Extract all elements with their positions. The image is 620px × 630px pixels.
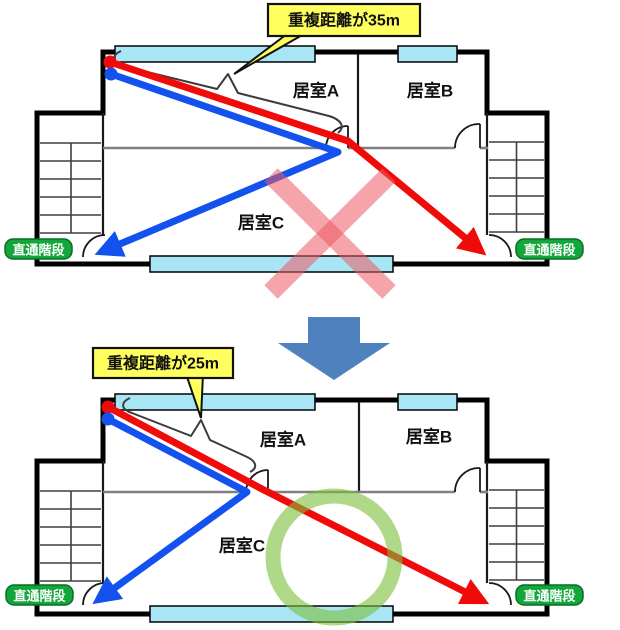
window-top-left [114,393,316,411]
interior-walls [101,54,489,235]
room-a-label: 居室A [260,430,306,450]
stair-badge-right: 直通階段 [515,238,584,260]
overlap-brace [122,397,257,473]
ng-cross-icon [264,168,396,299]
stair-badge-left: 直通階段 [4,238,73,260]
callout-top: 重複距離が35m [233,2,422,75]
staircase-left [40,142,101,234]
stair-badge-left-label: 直通階段 [12,243,64,258]
building-outline [34,49,550,267]
staircase-right [489,141,544,233]
interior-walls [101,402,489,583]
route-blue-start-dot [101,412,115,426]
route-blue-start-dot [104,67,118,81]
stair-badge-right-label: 直通階段 [523,243,575,258]
window-top-left [114,45,316,63]
escape-route-red [108,58,487,256]
route-red-start-dot [103,55,117,69]
callout-box [91,346,235,380]
room-a-label: 居室A [293,81,339,101]
staircase-left [40,490,101,582]
room-c-label: 居室C [238,213,284,233]
stair-badge-right-label: 直通階段 [523,589,575,604]
staircase-right [489,489,544,581]
callout-box [266,2,422,38]
down-arrow-icon [278,317,390,380]
callout-bottom: 重複距離が25m [91,346,235,419]
callout-text: 重複距離が35m [288,11,400,30]
callout-text: 重複距離が25m [107,354,219,373]
window-top-right [397,393,458,411]
room-b-door-arc [454,123,481,149]
route-red-start-dot [101,400,115,414]
room-b-label: 居室B [406,427,452,447]
right-exit-door-arc [488,582,512,606]
escape-route-blue [92,415,251,605]
room-b-label: 居室B [407,81,453,101]
floor-plan-top: 重複距離が35m 居室A 居室B 居室C 直通階段 直通階段 [4,2,584,299]
stair-badge-left: 直通階段 [5,584,74,606]
window-bottom [149,255,394,273]
escape-route-blue [94,70,342,257]
stair-badge-right: 直通階段 [515,584,584,606]
escape-route-red [106,403,490,605]
window-top-right [397,45,458,63]
ok-circle-icon [265,488,403,626]
floor-plan-bottom: 重複距離が25m 居室A 居室B 居室C 直通階段 直通階段 [5,346,584,626]
overlap-brace [113,50,343,134]
room-b-door-arc [454,467,481,493]
room-c-label: 居室C [219,536,265,556]
stair-badge-left-label: 直通階段 [13,589,65,604]
right-exit-door-arc [488,234,512,258]
